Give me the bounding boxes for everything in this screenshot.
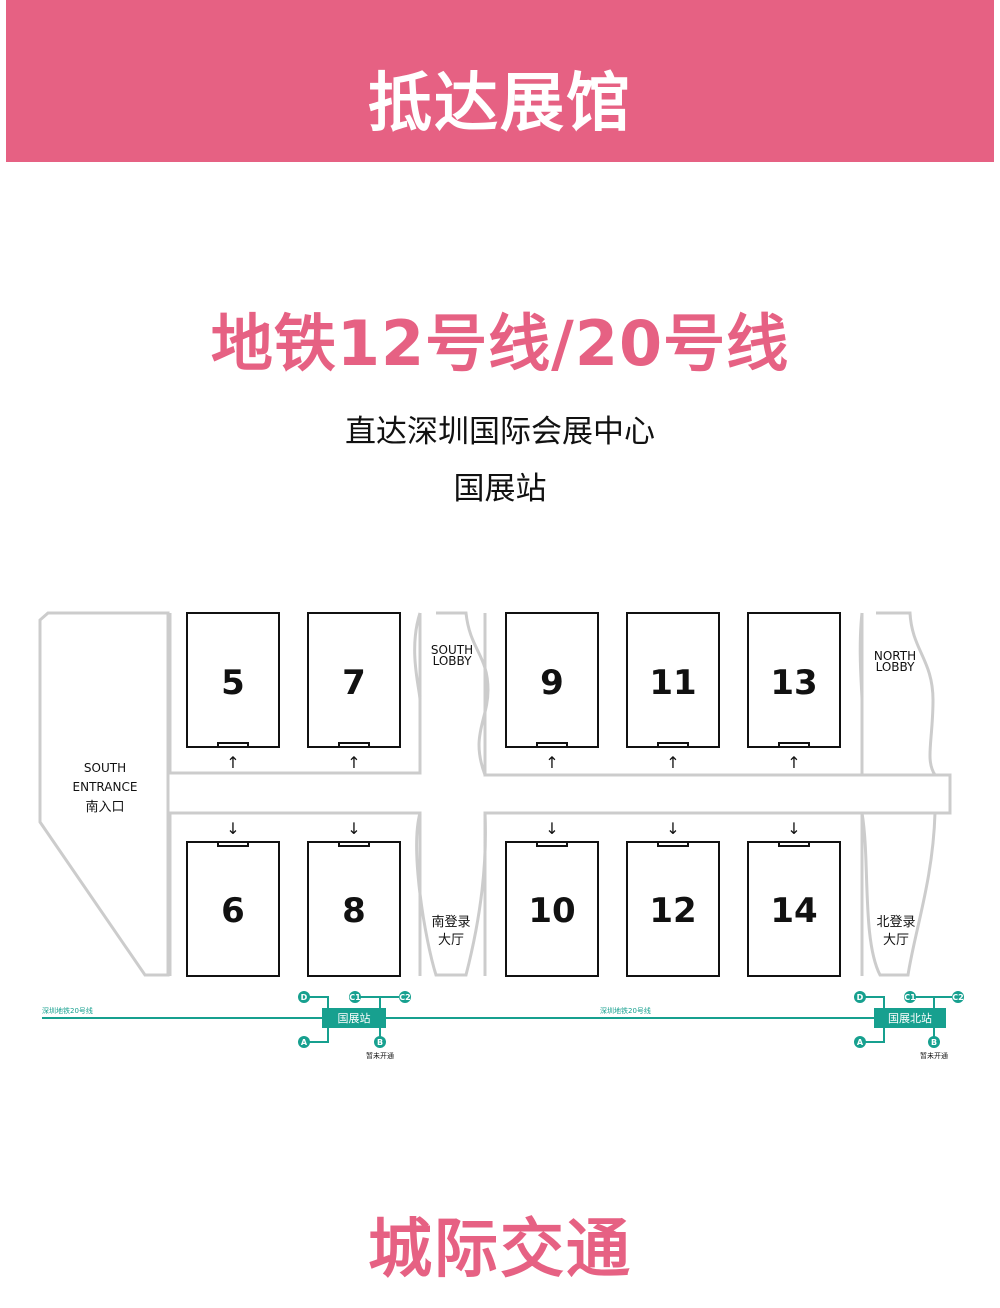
hall-5: 5 ↑ [186,612,280,772]
hall-number: 6 [221,891,245,931]
hall-number: 8 [342,891,366,931]
exit-a-icon: A [301,1038,308,1047]
exit-d-icon: D [301,993,308,1002]
hall-number: 9 [540,663,564,703]
hall-12: 12 ↓ [626,819,720,977]
exit-b-icon: B [377,1038,383,1047]
south-hall-label: 大厅 [438,933,464,948]
arrow-down-icon: ↓ [545,819,558,838]
arrow-up-icon: ↑ [545,753,558,772]
venue-outline [38,611,952,977]
not-open-note: 暂未开通 [366,1051,394,1060]
metro-line-20: 深圳地铁20号线 深圳地铁20号线 [42,1006,945,1019]
intercity-title: 城际交通 [368,1213,632,1287]
south-lobby-label: SOUTH [431,643,473,657]
north-lobby-label: LOBBY [876,660,916,674]
hall-11: 11 ↑ [626,612,720,772]
exit-c1-icon: C1 [349,993,361,1002]
metro-line-label: 深圳地铁20号线 [42,1006,93,1015]
station-guozhan-north: 国展北站 D C1 C2 A B 暂未开通 [854,991,964,1060]
hall-number: 7 [342,663,366,703]
south-entrance-cn-label: 南入口 [85,799,124,815]
arrow-up-icon: ↑ [347,753,360,772]
hall-number: 14 [770,891,817,931]
header-banner: 抵达展馆 [6,0,994,162]
south-entrance-label: SOUTH [84,761,126,775]
arrow-up-icon: ↑ [666,753,679,772]
hall-number: 11 [649,663,696,703]
station-guozhan: 国展站 D C1 C2 A B 暂未开通 [298,991,411,1060]
hall-number: 13 [770,663,817,703]
metro-direct-text: 直达深圳国际会展中心 [345,414,655,450]
venue-map: 5 ↑ 7 ↑ 9 ↑ 11 ↑ 13 ↑ 6 ↓ 8 ↓ [38,611,964,1060]
hall-number: 12 [649,891,696,931]
exit-c2-icon: C2 [399,993,410,1002]
south-lobby-label: LOBBY [433,654,473,668]
hall-14: 14 ↓ [747,819,841,977]
station-name: 国展站 [338,1011,371,1025]
hall-6: 6 ↓ [186,819,280,977]
exit-d-icon: D [857,993,864,1002]
north-lobby-label: NORTH [874,649,916,663]
exit-c2-icon: C2 [952,993,963,1002]
arrow-up-icon: ↑ [226,753,239,772]
arrow-down-icon: ↓ [787,819,800,838]
arrow-down-icon: ↓ [347,819,360,838]
hall-10: 10 ↓ [505,819,599,977]
metro-line-label: 深圳地铁20号线 [600,1006,651,1015]
north-hall-label: 大厅 [883,933,909,948]
header-title: 抵达展馆 [368,67,632,141]
exit-a-icon: A [857,1038,864,1047]
station-name: 国展北站 [888,1011,932,1025]
hall-number: 5 [221,663,245,703]
metro-station-text: 国展站 [453,471,547,507]
hall-9: 9 ↑ [505,612,599,772]
hall-8: 8 ↓ [307,819,401,977]
north-hall-label: 北登录 [876,915,915,930]
arrow-down-icon: ↓ [666,819,679,838]
exit-c1-icon: C1 [904,993,916,1002]
hall-7: 7 ↑ [307,612,401,772]
arrow-up-icon: ↑ [787,753,800,772]
metro-title: 地铁12号线/20号线 [210,307,790,380]
hall-13: 13 ↑ [747,612,841,772]
south-entrance-label: ENTRANCE [73,780,138,794]
hall-number: 10 [528,891,575,931]
south-hall-label: 南登录 [431,914,470,930]
not-open-note: 暂未开通 [920,1051,948,1060]
arrow-down-icon: ↓ [226,819,239,838]
exit-b-icon: B [931,1038,937,1047]
